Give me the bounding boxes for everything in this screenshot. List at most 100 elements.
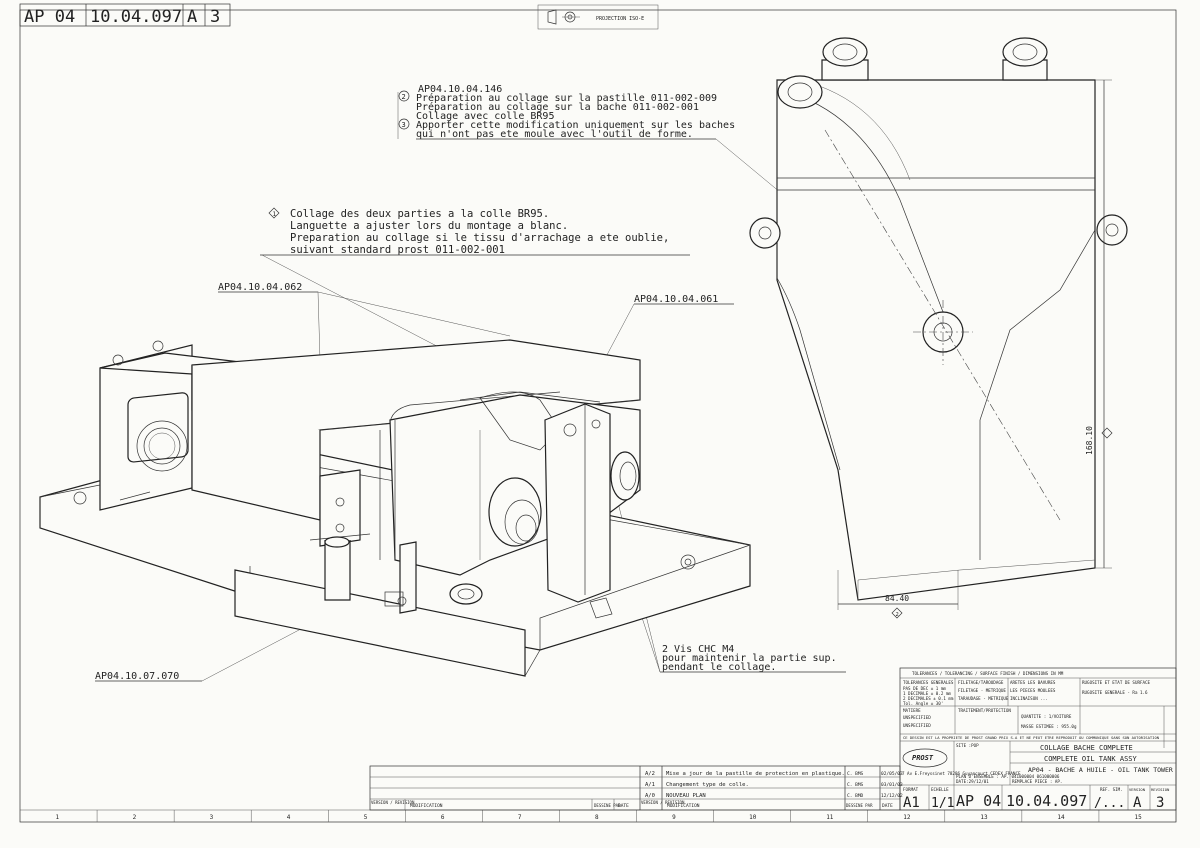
svg-text:TOLERANCES GENERALES: TOLERANCES GENERALES [903, 680, 954, 685]
top-ref-box: AP 04 10.04.097 A 3 [19, 3, 231, 27]
format-value: A1 [903, 795, 920, 811]
note-1-line-4: suivant standard prost 011-002-001 [290, 244, 505, 256]
grid-col-label: 7 [518, 814, 522, 821]
screw-note-line-1: 2 Vis CHC M4 [662, 644, 734, 655]
address: 7 Av E.Freyssinet 78286 Guyancourt CEDEX… [902, 771, 1021, 776]
matiere-label: MATIERE [903, 708, 921, 713]
svg-text:3: 3 [402, 121, 406, 129]
grid-col-label: 4 [287, 814, 291, 821]
top-ref-version: A [187, 7, 197, 27]
rev-code: A/2 [645, 771, 655, 777]
svg-text:RUGOSITE ET ETAT DE SURFACE: RUGOSITE ET ETAT DE SURFACE [1082, 680, 1151, 685]
site: SITE :POP [956, 743, 979, 748]
svg-text:PAS DE DEC ± 1 mm: PAS DE DEC ± 1 mm [903, 686, 946, 691]
grid-col-label: 12 [903, 814, 911, 821]
note-1-line-2: Languette a ajuster lors du montage a bl… [290, 220, 568, 232]
plan-ensemble: PLAN D'ENSEMBLE : AP. 041000004 06100000… [956, 774, 1060, 779]
svg-text:FILETAGE - METRIQUE: FILETAGE - METRIQUE [958, 688, 1006, 693]
svg-text:2 DECIMALES ± 0.1 mm: 2 DECIMALES ± 0.1 mm [903, 696, 954, 701]
screw-note-line-2: pour maintenir la partie sup. [662, 653, 837, 664]
matiere-value-2: UNSPECIFIED [903, 723, 931, 728]
grid-col-label: 3 [210, 814, 214, 821]
rev-by: C. BMS [847, 782, 864, 788]
rev-header-version-left: VERSION / REVISION [371, 800, 415, 805]
rev-code: A/0 [645, 793, 655, 799]
doc-ap: AP 04 [956, 792, 1001, 810]
svg-text:LES PIECES MOULEES: LES PIECES MOULEES [1010, 688, 1056, 693]
grid-col-label: 11 [826, 814, 834, 821]
rev-date: 12/12/02 [881, 793, 903, 799]
quantite: QUANTITE : 1/VOITURE [1021, 714, 1072, 719]
ref-sim-label: REF. SIM. [1100, 787, 1123, 792]
ref-061: AP04.10.04.061 [634, 294, 718, 305]
sheet-border [19, 9, 1177, 823]
rev-date: 02/05/03 [881, 771, 903, 777]
grid-col-label: 10 [749, 814, 757, 821]
note-2-ref: AP04.10.04.146 [418, 84, 502, 95]
projection-label: PROJECTION ISO-E [596, 16, 644, 22]
top-ref-number: 10.04.097 [90, 7, 182, 27]
top-ref-ap: AP 04 [24, 7, 75, 27]
screw-note-line-3: pendant le collage. [662, 662, 776, 673]
part-references: AP04.10.04.062 AP04.10.04.061 AP04.10.07… [95, 282, 734, 682]
title-subtitle: AP04 - BACHE A HUILE - OIL TANK TOWER [1028, 766, 1173, 774]
svg-text:RUGOSITE GENERALE - Ra 1.6: RUGOSITE GENERALE - Ra 1.6 [1082, 690, 1148, 695]
note-2-line-2: Préparation au collage sur la bache 011-… [416, 101, 699, 113]
rev-date: 03/01/03 [881, 782, 903, 788]
side-view-tank: 168.10 84.40 2 [749, 37, 1128, 619]
svg-text:Tol. Angle ± 30': Tol. Angle ± 30' [903, 701, 943, 706]
date: DATE:29/12/01 [956, 779, 989, 784]
rev-header-by-right: DESSINE PAR [846, 803, 873, 808]
grid-col-label: 5 [364, 814, 368, 821]
remplace-piece: REMPLACE PIECE : AP. [1012, 779, 1062, 784]
grid-col-label: 14 [1057, 814, 1065, 821]
rev-header-date-right: DATE [882, 803, 893, 809]
note-1-line-3: Preparation au collage si le tissu d'arr… [290, 232, 669, 244]
grid-col-label: 15 [1134, 814, 1142, 821]
matiere-value-1: UNSPECIFIED [903, 715, 931, 720]
rev-text: Mise a jour de la pastille de protection… [666, 771, 845, 777]
note-1-line-1: Collage des deux parties a la colle BR95… [290, 208, 549, 220]
rev-by: C. BMD [847, 793, 864, 799]
title-en: COMPLETE OIL TANK ASSY [1044, 755, 1138, 763]
traitement-label: TRAITEMENT/PROTECTION [958, 708, 1011, 713]
note-3-line-1: Apporter cette modification uniquement s… [416, 120, 735, 131]
note-3-line-2: qui n'ont pas ete moule avec l'outil de … [416, 129, 693, 140]
dim-width: 84.40 [885, 594, 909, 603]
rev-header-modification-right: MODIFICATION [667, 803, 700, 809]
svg-text:1: 1 [273, 211, 277, 218]
rev-header-date-left: DATE [618, 803, 629, 809]
title-block: TOLERANCES / TOLERANCING / SURFACE FINIS… [899, 667, 1177, 811]
svg-text:FILETAGE/TAROUDAGE: FILETAGE/TAROUDAGE [958, 680, 1004, 685]
svg-text:INCLINAISON ...: INCLINAISON ... [1010, 696, 1048, 701]
grid-col-label: 8 [595, 814, 599, 821]
revision-rows: A/2 Mise a jour de la pastille de protect… [645, 771, 903, 799]
grid-col-label: 6 [441, 814, 445, 821]
svg-text:2: 2 [402, 93, 406, 101]
scale-label: ECHELLE [931, 787, 949, 792]
grid-col-label: 13 [980, 814, 988, 821]
svg-text:TARAUDAGE - METRIQUE: TARAUDAGE - METRIQUE [958, 696, 1009, 701]
scale-value: 1/1 [931, 796, 954, 811]
company-logo [902, 748, 948, 768]
version-label: VERSION [1129, 787, 1146, 792]
note-2-line-3: Collage avec colle BR95 [416, 111, 554, 122]
rev-text: Changement type de colle. [666, 782, 749, 788]
top-ref-revision: 3 [210, 7, 220, 27]
projection-symbol: PROJECTION ISO-E [537, 4, 659, 30]
svg-text:TOLERANCES / TOLERANCING / SUR: TOLERANCES / TOLERANCING / SURFACE FINIS… [912, 671, 1064, 676]
rev-by: C. BMS [847, 771, 864, 777]
revision-value: 3 [1156, 795, 1164, 811]
rev-header-by-left: DESSINE PAR [594, 803, 621, 808]
grid-col-label: 1 [56, 814, 60, 821]
rev-code: A/1 [645, 782, 655, 788]
grid-col-label: 9 [672, 814, 676, 821]
logo-text: PROST [912, 754, 934, 762]
note-2-block: AP04.10.04.146 2 Préparation au collage … [397, 84, 911, 301]
masse: MASSE ESTIMEE : 955.0g [1021, 724, 1077, 729]
ref-062: AP04.10.04.062 [218, 282, 302, 293]
top-fitting-left [777, 37, 869, 109]
version-value: A [1133, 795, 1142, 811]
